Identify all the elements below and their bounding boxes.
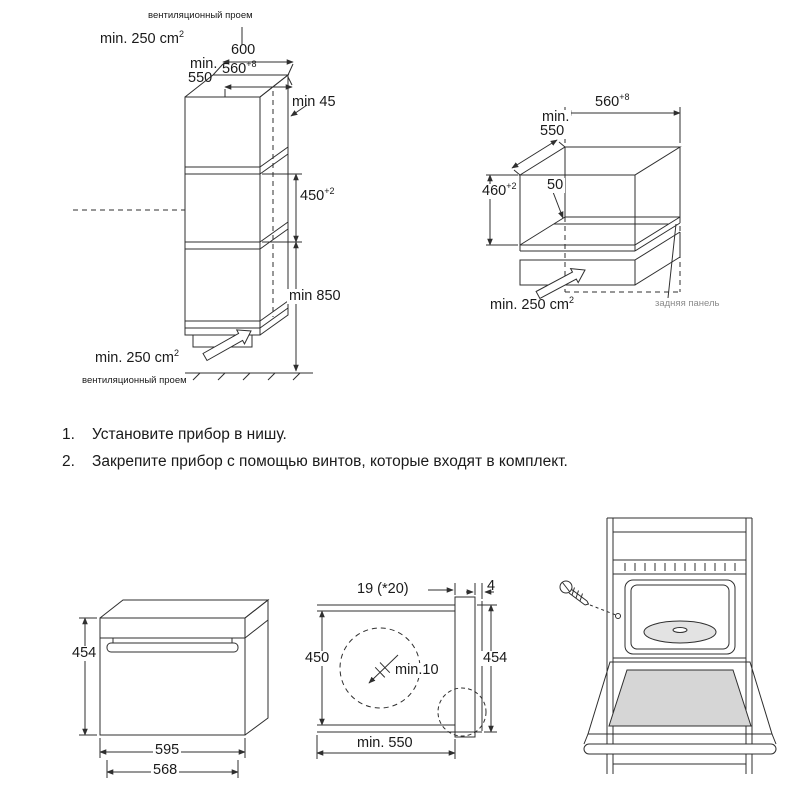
corner-detail-circle [437,687,487,737]
vent-opening-top-label: вентиляционный проем [148,10,253,21]
niche-front-opening [519,175,636,245]
floor-hatching [192,372,301,381]
min10-arrow [368,654,399,684]
vent-area-bottom-dim: min. 250 cm2 [95,348,179,366]
niche-depth-value: 550 [188,70,213,86]
dim-ext-550 [513,141,566,176]
airflow-arrow-icon [202,329,252,362]
niche-height-dim-right: 460+2 [480,181,519,200]
inner-height-dim: 450 [303,650,332,667]
cabinet-right-face [259,73,289,336]
list-item-text: Закрепите прибор с помощью винтов, котор… [92,453,568,470]
niche-depth-value-right: 550 [538,123,567,140]
list-item: 1. Установите прибор в нишу. [62,426,568,444]
oven-front-face [99,617,246,736]
screw-slot [562,582,570,592]
niche-height-dim: 450+2 [298,186,337,205]
back-panel-leader [667,223,677,299]
turntable-hub [672,627,688,633]
list-item-text: Установите прибор в нишу. [92,426,287,443]
shelf-upper [185,146,289,175]
vent-area-dim-right: min. 250 cm2 [490,295,574,313]
door-glass [608,669,752,727]
airflow-arrow-icon [535,268,586,300]
vent-area-top-dim: min. 250 cm2 [100,29,184,47]
oven-right-face [244,598,269,736]
dim-ext-454 [477,604,497,733]
bottom-height-dim: min 850 [287,288,343,305]
dim-ext-19 [454,583,483,599]
mount-hole [615,613,621,619]
cavity-opening [624,579,736,655]
shelf-lower [185,221,289,250]
oven-height-dim: 454 [70,645,99,662]
list-item-number: 2. [62,453,75,470]
tall-cabinet-sides [606,518,753,774]
dim-ext-560 [224,76,293,97]
dim-ext-568 [106,760,239,778]
back-panel-label: задняя панель [655,298,720,309]
section-depth-dim: min. 550 [357,735,413,751]
front-rail [519,231,681,286]
niche-floor [519,216,681,252]
outer-height-dim: 454 [481,650,510,667]
cabinet-depth-dim: 600 [231,42,256,58]
door-edge [583,733,777,745]
cabinet-front-face [184,96,261,336]
cabinet-column-drawing [73,27,313,381]
oven-handle [106,642,239,653]
min10-ticks [374,662,391,678]
niche-depth-min-word-right: min. [540,109,572,126]
screw-shaft [568,588,590,606]
vent-grille-ticks [624,563,736,571]
door-handle [583,743,777,755]
niche-top-lines [317,604,455,612]
oven-depth-dim: 568 [151,762,180,779]
appliance-top-band [613,559,746,575]
cavity-inner [630,584,730,650]
niche-bottom-lines [317,724,482,733]
instructions-list: 1. Установите прибор в нишу. 2. Закрепит… [62,426,568,480]
niche-width-dim: 560+8 [222,59,257,77]
dim-ext-560 [564,107,681,143]
screw-threads [571,587,583,602]
oven-width-dim: 595 [153,742,182,759]
oven-3d-drawing [79,598,270,778]
list-item-number: 1. [62,426,75,443]
dim-line-550 [511,139,558,169]
handle-mounts [112,638,233,643]
rear-gap-arrow [290,104,308,117]
built-in-open-door-drawing [559,517,777,774]
tall-cabinet-top [607,517,752,533]
rear-gap-dim: min 45 [292,94,336,110]
niche-perspective-drawing [486,107,682,300]
dim-ext-454 [79,617,97,736]
panel-thickness-dim: 19 (*20) [357,581,409,597]
min-clearance-dim: min.10 [393,662,441,679]
niche-width-dim-right: 560+8 [595,92,630,110]
cross-section-drawing [316,583,497,759]
vent-opening-bottom-label: вентиляционный проем [82,375,187,386]
oven-top-face [99,599,270,619]
back-panel-section [454,596,476,738]
list-item: 2. Закрепите прибор с помощью винтов, ко… [62,453,568,471]
dim-ext-600 [212,63,294,76]
slot-leader-50 [552,191,564,219]
cabinet-bottom-board [185,300,289,329]
back-panel-hidden [564,217,681,293]
control-panel-line [100,619,269,639]
niche-top-face [518,146,682,176]
gap-dim: 4 [487,578,496,594]
screw-leader [589,604,617,616]
niche-depth-min-word: min. [190,56,218,72]
vent-slot-dim: 50 [545,177,566,194]
